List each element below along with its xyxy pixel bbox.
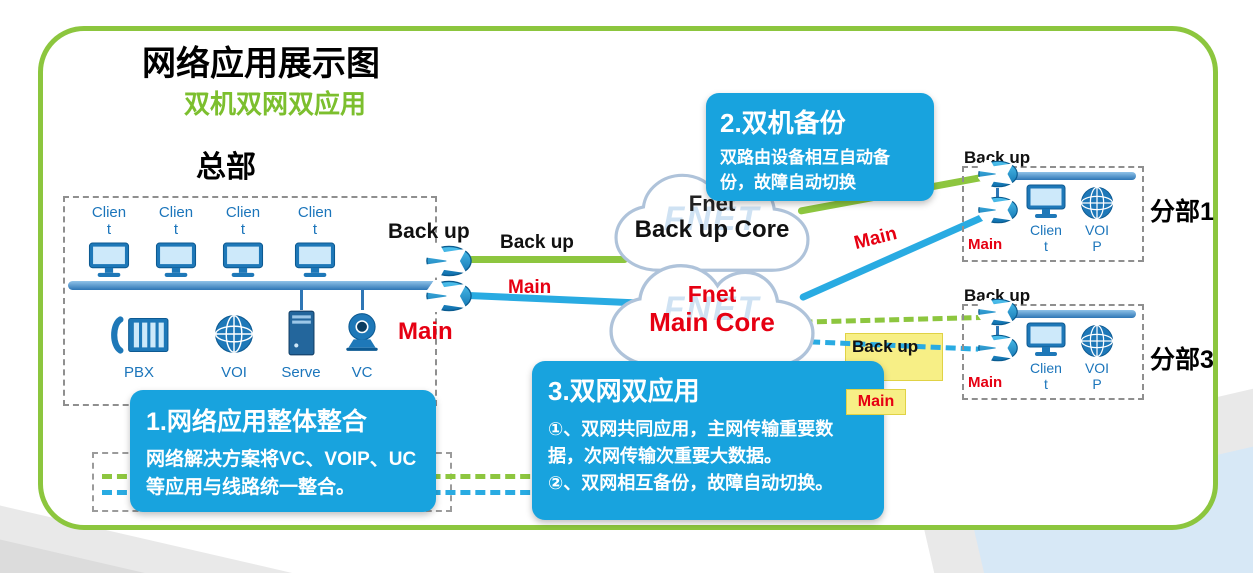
main-line-label: Main [508,277,552,298]
branch-3: Back up Main Clien t VOI P [962,286,1152,418]
callout-3-body: ①、双网共同应用，主网传输重要数据，次网传输次重要大数据。 ②、双网相互备份，故… [548,419,834,493]
backup-cloud-core-label: Back up Core [634,215,790,243]
callout-3-title: 3.双网双应用 [548,376,700,406]
branch3-backup-line-label: Back up [852,337,919,356]
callout-1-body: 网络解决方案将VC、VOIP、UC等应用与线路统一整合。 [146,449,417,498]
client-label: Clien t [158,204,194,239]
client-computer-icon [155,242,197,279]
bus-stub [361,290,364,310]
callout-2-body: 双路由设备相互自动备份，故障自动切换 [720,148,890,192]
router-icon [978,298,1018,326]
hq-lan-bus [68,281,440,290]
branch1-name: 分部1 [1150,198,1214,226]
pbx-icon [108,314,170,356]
client-computer-icon [88,242,130,279]
globe-icon [1080,324,1114,358]
hq-title: 总部 [196,151,256,184]
page-subtitle: 双机双网双应用 [184,89,367,119]
branch3-main-line-highlight: Main [846,389,906,415]
branch3-backup-label: Back up [964,286,1031,305]
client-computer-icon [1026,322,1066,358]
branch3-box [962,304,1144,400]
voip-label: VOI [221,364,247,381]
client-label: Clien t [91,204,127,239]
fnet-watermark: FNET [663,200,761,238]
router-stub [996,188,999,198]
callout-2-dual-router-backup: 2.双机备份 双路由设备相互自动备份，故障自动切换 [706,93,934,201]
main-core-cloud: FNET Fnet Main Core [590,258,834,382]
client-computer-icon [1026,184,1066,220]
camera-icon [340,312,384,352]
branch1-backup-label: Back up [964,148,1031,167]
pbx-label: PBX [123,364,154,381]
fnet-watermark: FNET [663,290,761,328]
router-icon [978,196,1018,224]
router-stub [996,326,999,336]
branch1-box [962,166,1144,262]
router-icon [426,245,472,277]
main-cloud-core-label: Main Core [649,306,775,337]
router-icon [978,160,1018,188]
hq-main-router-label: Main [398,318,453,345]
branch1-voip-label: VOI P [1084,222,1110,255]
server-icon [288,310,315,356]
branch3-name: 分部3 [1150,346,1214,374]
branch-1: Back up Main Clien t VOI P [962,148,1152,280]
client-label: Clien t [225,204,261,239]
client-label: Clien t [297,204,333,239]
router-icon [426,280,472,312]
branch3-voip-label: VOI P [1084,360,1110,393]
hq-backup-link-line [468,256,628,263]
main-cloud-name: Fnet [687,281,737,307]
globe-icon [1080,186,1114,220]
router-icon [978,334,1018,362]
branch1-lan-bus [1000,172,1136,180]
callout-1-integration: 1.网络应用整体整合 网络解决方案将VC、VOIP、UC等应用与线路统一整合。 [130,390,436,512]
server-label: Serve [281,364,321,381]
callout-2-title: 2.双机备份 [720,108,846,138]
backup-line-label: Back up [500,232,574,253]
branch3-main-label: Main [968,374,1003,391]
branch3-main-line-label: Main [857,393,895,410]
client-computer-icon [222,242,264,279]
hq-backup-router-label: Back up [388,220,470,243]
branch3-client-label: Clien t [1030,360,1062,393]
client-computer-icon [294,242,336,279]
branch1-main-label: Main [968,236,1003,253]
branch3-lan-bus [1000,310,1136,318]
branch1-client-label: Clien t [1030,222,1062,255]
bus-stub [300,290,303,310]
callout-3-dual-network: 3.双网双应用 ①、双网共同应用，主网传输重要数据，次网传输次重要大数据。 ②、… [532,361,884,520]
globe-icon [214,314,254,354]
page-title: 网络应用展示图 [142,45,380,83]
callout-1-title: 1.网络应用整体整合 [146,408,367,436]
vc-label: VC [351,364,373,381]
